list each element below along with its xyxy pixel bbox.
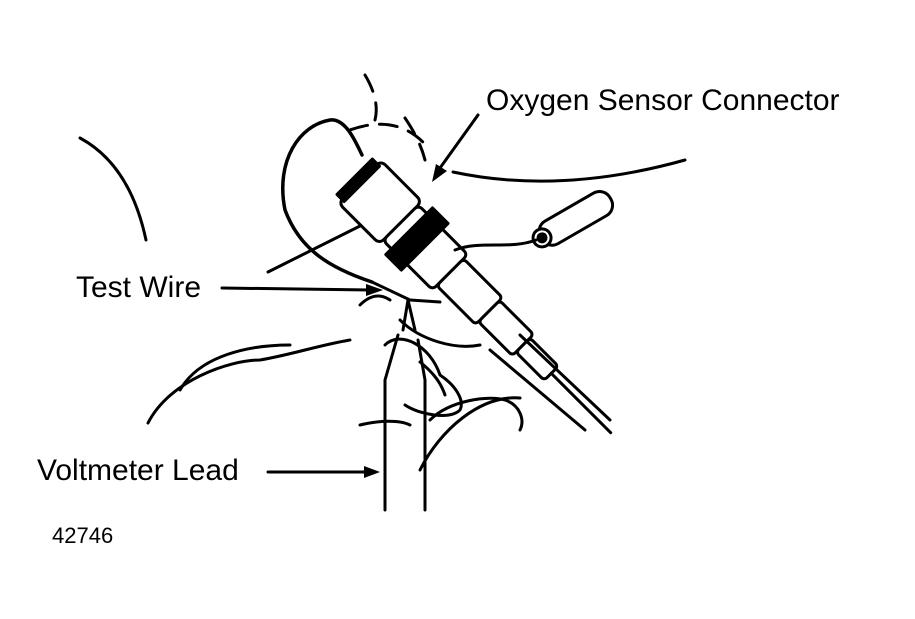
test-wire-end [370, 280, 442, 304]
finger-3 [418, 396, 522, 472]
probe-handle [383, 333, 400, 512]
probe-handle-2 [416, 338, 427, 512]
test-wire [281, 118, 374, 284]
voltmeter-lead-label: Voltmeter Lead [37, 454, 239, 487]
figure-number: 42746 [52, 523, 114, 548]
test-wire-label: Test Wire [76, 271, 202, 304]
sensor-pigtail [531, 190, 615, 249]
hand-palm [178, 343, 292, 392]
arm-contour-upper [451, 158, 687, 183]
dashed-ghost-outline [348, 73, 432, 162]
harness-cable [488, 348, 587, 432]
knuckle [358, 294, 392, 307]
oxygen-sensor-connector-label: Oxygen Sensor Connector [486, 84, 840, 117]
leader-test-wire [220, 284, 383, 296]
oxygen-sensor-connector [335, 157, 613, 435]
harness-cable-2 [518, 333, 612, 422]
background-hand-outline [78, 136, 148, 242]
leader-oxygen-sensor [432, 113, 480, 182]
pigtail-wire [453, 238, 538, 252]
probe-tip [401, 298, 417, 332]
hand-outline [146, 338, 352, 425]
arm-contour-lower [266, 218, 374, 274]
wrist [398, 318, 482, 348]
leader-voltmeter-lead [266, 466, 380, 478]
finger-4 [358, 419, 412, 427]
